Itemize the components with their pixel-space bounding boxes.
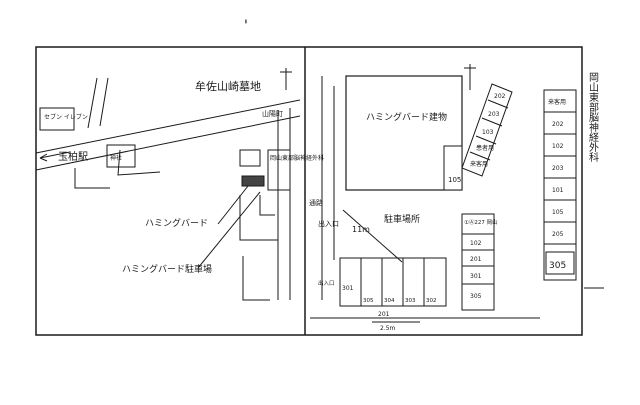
slot-4: 301	[342, 285, 354, 292]
right-3: 203	[552, 165, 564, 172]
diagonal-stack: 202 203 103 患者用 来客用	[461, 83, 513, 177]
slot-0: 305	[363, 298, 374, 304]
left-stack-3: 患者用	[476, 144, 494, 152]
bottom-parking-row: 305 304 303 302 301	[339, 257, 447, 307]
right-5: 105	[552, 209, 564, 216]
middle-1: 201	[470, 256, 482, 263]
slot-3: 302	[426, 298, 437, 304]
left-stack-2: 103	[482, 129, 494, 136]
middle-0: 102	[470, 240, 482, 247]
entrance-label: 出入口	[318, 219, 339, 228]
right-6: 205	[552, 231, 564, 238]
right-1: 202	[552, 121, 564, 128]
width-label: 2.5m	[380, 325, 396, 332]
road-vertical-label: 通路	[309, 198, 323, 207]
right-4: 101	[552, 187, 564, 194]
right-column: 来客用 202 102 203 101 105 205 305	[543, 89, 577, 281]
slot-1: 304	[384, 298, 395, 304]
slot-2: 303	[405, 298, 416, 304]
building-label: ハミングバード建物	[366, 111, 447, 123]
left-stack-0: 202	[494, 93, 506, 100]
left-stack-1: 203	[488, 111, 500, 118]
top-mark: '	[244, 18, 248, 34]
distance-label: 11m	[352, 225, 370, 234]
temple-label: 神社	[110, 154, 122, 162]
parking-area-label: 駐車場所	[384, 213, 420, 225]
road-label: 山陽町	[262, 109, 283, 118]
main-building	[345, 75, 463, 191]
spot-201: 201	[378, 311, 390, 318]
hospital-vertical: 岡山東部脳神経外科	[587, 72, 599, 163]
middle-stack: ①Ⓐ227 岡山 102 201 301 305	[461, 213, 498, 311]
right-0: 来客用	[548, 98, 566, 106]
town-label: 牟佐山崎墓地	[195, 79, 261, 93]
left-stack-4: 来客用	[470, 160, 488, 168]
map-frame	[35, 46, 583, 336]
right-2: 102	[552, 143, 564, 150]
left-panel: 牟佐山崎墓地 玉柏駅 セブン イレブン 神社 岡山東部脳神経外科 ハミングバード…	[35, 68, 324, 301]
middle-title: ①Ⓐ227 岡山	[464, 218, 498, 226]
spot-105: 105	[448, 176, 461, 184]
middle-4: 305	[470, 293, 482, 300]
parking2-label: ハミングバード駐車場	[122, 263, 212, 275]
right-panel: ハミングバード建物 105 通路 出入口 11m 駐車場所 202 203 10…	[309, 64, 577, 332]
hospital-label: 岡山東部脳神経外科	[270, 154, 324, 162]
seven-eleven-label: セブン イレブン	[44, 113, 88, 121]
middle-2: 301	[470, 273, 482, 280]
station-label: 玉柏駅	[58, 150, 88, 163]
right-7: 305	[549, 261, 566, 271]
parking-label: ハミングバード	[145, 217, 208, 229]
parking-highlight	[241, 175, 265, 187]
vertical-note: 出入口	[318, 279, 335, 287]
